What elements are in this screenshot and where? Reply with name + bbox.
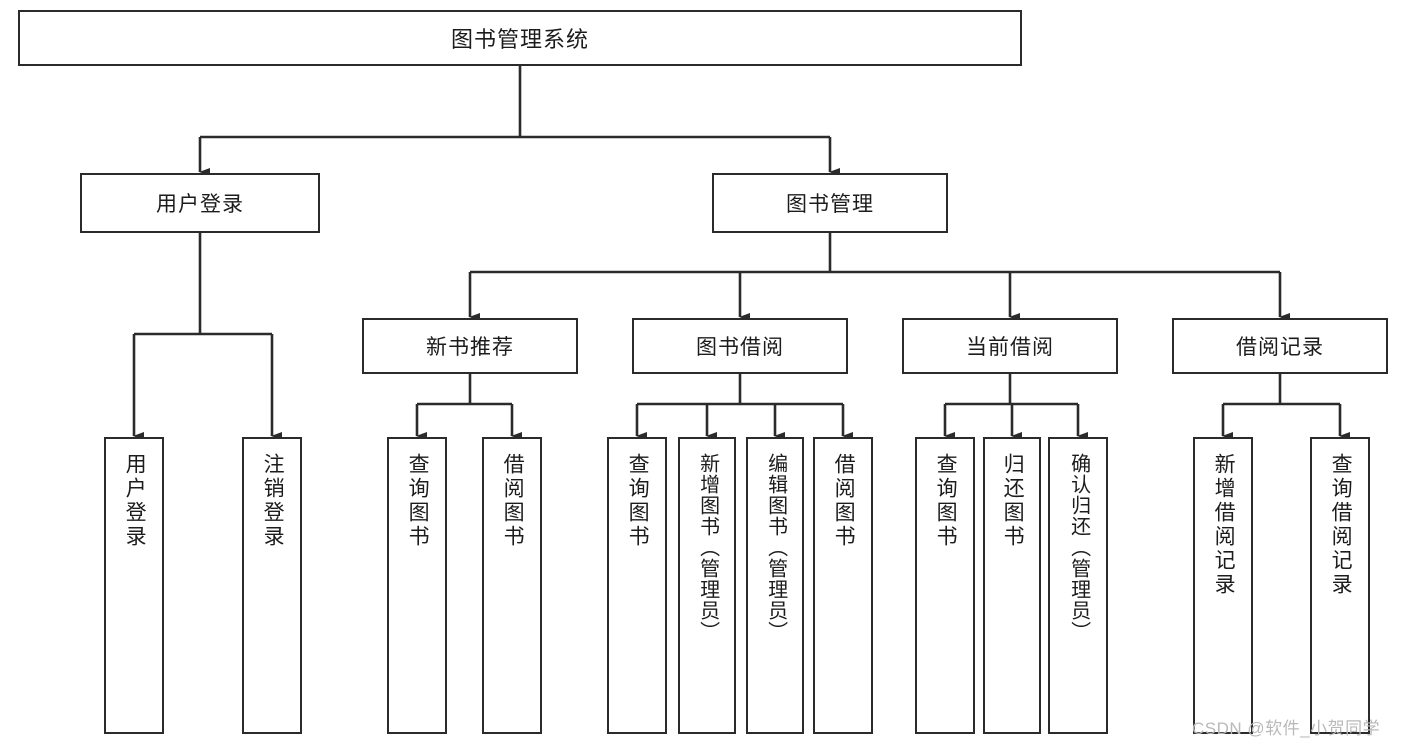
node-current-borrow[interactable]: 当前借阅 [902,318,1118,374]
csdn-watermark: CSDN @软件_小贺同学 [1192,719,1381,738]
node-label-book-manage: 图书管理 [786,193,874,216]
node-label-leaf-query-book-rec: 查询图书 [406,453,430,549]
node-label-user-login: 用户登录 [156,193,244,216]
node-label-leaf-borrow-book: 借阅图书 [832,453,856,549]
node-label-current-borrow: 当前借阅 [966,336,1054,359]
node-label-borrow-record: 借阅记录 [1236,336,1324,359]
node-leaf-query-borrow-record[interactable]: 查询借阅记录 [1310,437,1370,734]
node-book-borrow[interactable]: 图书借阅 [632,318,848,374]
node-leaf-query-book-borrow[interactable]: 查询图书 [607,437,667,734]
node-label-leaf-query-book-borrow: 查询图书 [626,453,650,549]
node-book-manage[interactable]: 图书管理 [712,173,948,233]
node-leaf-query-book-rec[interactable]: 查询图书 [387,437,447,734]
node-label-leaf-return-book: 归还图书 [1001,453,1025,549]
node-leaf-borrow-book[interactable]: 借阅图书 [813,437,873,734]
node-new-book-recommend[interactable]: 新书推荐 [362,318,578,374]
node-leaf-edit-book-admin[interactable]: 编辑图书（管理员） [746,437,804,734]
node-leaf-add-borrow-record[interactable]: 新增借阅记录 [1193,437,1253,734]
node-label-leaf-logout: 注销登录 [261,453,285,549]
node-label-root: 图书管理系统 [450,27,589,52]
node-leaf-borrow-book-rec[interactable]: 借阅图书 [482,437,542,734]
node-label-leaf-add-book-admin: 新增图书（管理员） [696,453,719,642]
node-label-leaf-borrow-book-rec: 借阅图书 [501,453,525,549]
node-label-leaf-query-borrow-record: 查询借阅记录 [1329,453,1353,597]
node-leaf-logout[interactable]: 注销登录 [242,437,302,734]
node-leaf-query-book-current[interactable]: 查询图书 [915,437,975,734]
node-label-leaf-add-borrow-record: 新增借阅记录 [1212,453,1236,597]
node-leaf-user-login[interactable]: 用户登录 [104,437,164,734]
node-label-leaf-user-login: 用户登录 [123,453,147,549]
node-borrow-record[interactable]: 借阅记录 [1172,318,1388,374]
node-label-new-book-recommend: 新书推荐 [426,336,514,359]
node-leaf-confirm-return-admin[interactable]: 确认归还（管理员） [1048,437,1108,734]
node-label-leaf-confirm-return-admin: 确认归还（管理员） [1067,453,1090,642]
node-root[interactable]: 图书管理系统 [18,10,1022,66]
node-label-book-borrow: 图书借阅 [696,336,784,359]
node-user-login[interactable]: 用户登录 [80,173,320,233]
node-leaf-return-book[interactable]: 归还图书 [983,437,1041,734]
node-label-leaf-query-book-current: 查询图书 [934,453,958,549]
node-label-leaf-edit-book-admin: 编辑图书（管理员） [764,453,787,642]
node-leaf-add-book-admin[interactable]: 新增图书（管理员） [678,437,736,734]
